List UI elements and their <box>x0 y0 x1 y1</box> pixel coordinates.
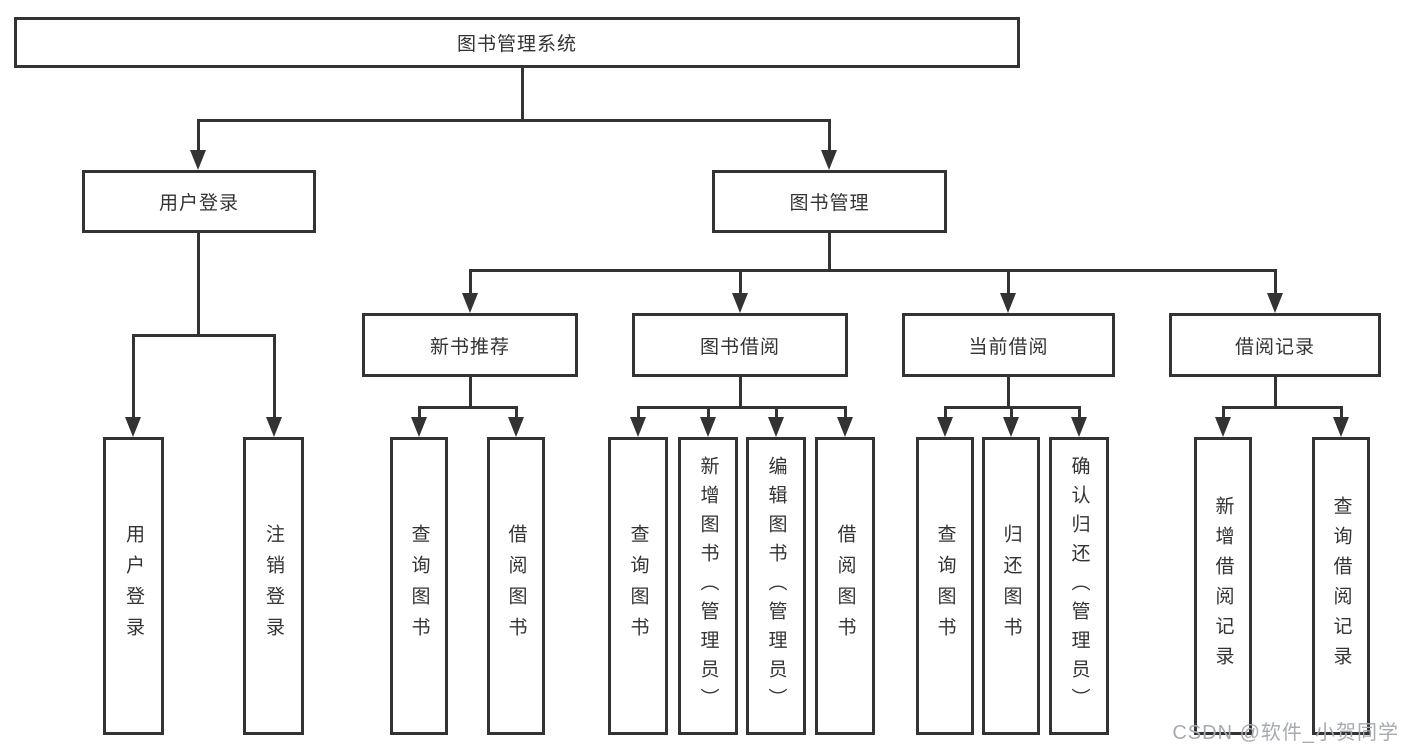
csdn-watermark: CSDN @软件_小贺同学 <box>1172 722 1399 744</box>
connector-arrow-stem <box>1009 406 1013 418</box>
connector-arrow-stem <box>943 406 947 418</box>
connector-horizontal-line <box>468 268 1277 272</box>
leaf-confirm-return-admin: 确认归还（管理员） <box>1049 437 1109 735</box>
leaf-query-borrow-record: 查询借阅记录 <box>1312 437 1370 735</box>
connector-arrow-stem <box>636 406 640 418</box>
connector-arrow-stem <box>1006 269 1010 294</box>
leaf-add-book-admin: 新增图书（管理员） <box>678 437 738 735</box>
arrowhead-down-icon <box>1000 293 1016 313</box>
connector-arrow-stem <box>1273 269 1277 294</box>
leaf-borrow-books-recommend: 借阅图书 <box>487 437 545 735</box>
node-library-management-system: 图书管理系统 <box>14 17 1020 68</box>
arrowhead-down-icon <box>1215 417 1231 437</box>
arrowhead-down-icon <box>630 417 646 437</box>
arrowhead-down-icon <box>1003 417 1019 437</box>
arrowhead-down-icon <box>700 417 716 437</box>
arrowhead-down-icon <box>125 417 141 437</box>
leaf-query-books-recommend: 查询图书 <box>390 437 448 735</box>
connector-arrow-stem <box>774 406 778 418</box>
connector-horizontal-line <box>636 405 847 409</box>
node-new-book-recommendation: 新书推荐 <box>362 313 578 377</box>
connector-horizontal-line <box>417 405 518 409</box>
arrowhead-down-icon <box>937 417 953 437</box>
connector-vertical-line <box>468 376 472 408</box>
connector-vertical-line <box>520 67 524 121</box>
leaf-borrow-books-borrowing: 借阅图书 <box>815 437 875 735</box>
connector-arrow-stem <box>272 334 276 418</box>
connector-arrow-stem <box>514 406 518 418</box>
leaf-user-login: 用户登录 <box>103 437 164 735</box>
connector-vertical-line <box>1273 376 1277 408</box>
arrowhead-down-icon <box>190 150 206 170</box>
connector-vertical-line <box>1006 376 1010 408</box>
connector-arrow-stem <box>1077 406 1081 418</box>
connector-vertical-line <box>827 232 831 271</box>
leaf-query-books-borrowing: 查询图书 <box>608 437 668 735</box>
arrowhead-down-icon <box>1267 293 1283 313</box>
connector-arrow-stem <box>1339 406 1343 418</box>
leaf-query-books-current: 查询图书 <box>916 437 974 735</box>
connector-arrow-stem <box>417 406 421 418</box>
arrowhead-down-icon <box>462 293 478 313</box>
connector-arrow-stem <box>843 406 847 418</box>
arrowhead-down-icon <box>768 417 784 437</box>
connector-arrow-stem <box>706 406 710 418</box>
node-current-borrowing: 当前借阅 <box>902 313 1115 377</box>
node-book-borrowing: 图书借阅 <box>632 313 848 377</box>
arrowhead-down-icon <box>411 417 427 437</box>
connector-arrow-stem <box>827 119 831 151</box>
connector-arrow-stem <box>196 119 200 151</box>
leaf-return-books: 归还图书 <box>982 437 1040 735</box>
connector-arrow-stem <box>1221 406 1225 418</box>
node-book-management: 图书管理 <box>712 170 947 233</box>
arrowhead-down-icon <box>508 417 524 437</box>
leaf-logout-login: 注销登录 <box>243 437 304 735</box>
connector-arrow-stem <box>131 334 135 418</box>
leaf-add-borrow-record: 新增借阅记录 <box>1194 437 1252 735</box>
arrowhead-down-icon <box>821 150 837 170</box>
connector-horizontal-line <box>131 333 276 337</box>
leaf-edit-book-admin: 编辑图书（管理员） <box>746 437 806 735</box>
arrowhead-down-icon <box>1071 417 1087 437</box>
connector-vertical-line <box>196 232 200 336</box>
node-borrowing-records: 借阅记录 <box>1169 313 1381 377</box>
connector-horizontal-line <box>196 118 831 122</box>
connector-arrow-stem <box>468 269 472 294</box>
connector-horizontal-line <box>1221 405 1343 409</box>
connector-vertical-line <box>738 376 742 408</box>
arrowhead-down-icon <box>1333 417 1349 437</box>
arrowhead-down-icon <box>266 417 282 437</box>
connector-arrow-stem <box>738 269 742 294</box>
arrowhead-down-icon <box>837 417 853 437</box>
node-user-login: 用户登录 <box>82 170 316 233</box>
arrowhead-down-icon <box>732 293 748 313</box>
